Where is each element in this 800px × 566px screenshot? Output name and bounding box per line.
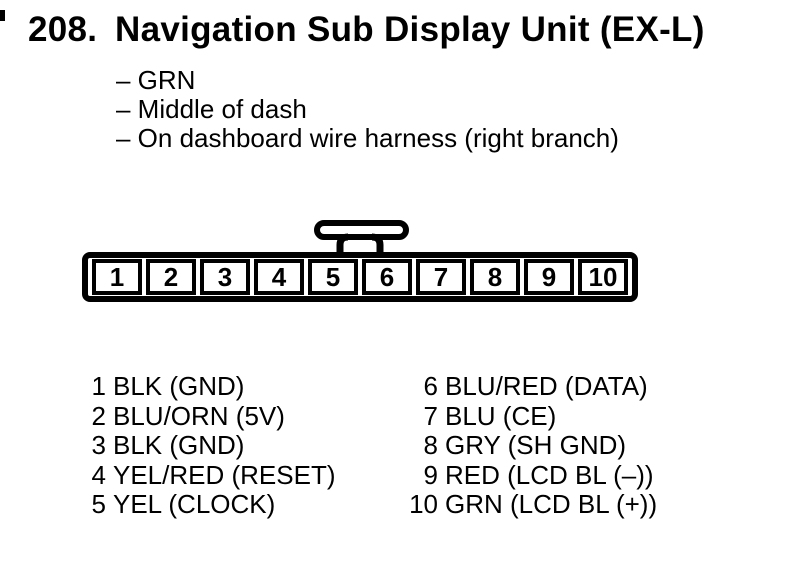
pinout-row: 4 YEL/RED (RESET) — [76, 459, 336, 491]
pin-number: 4 — [91, 459, 106, 490]
pin-cell-4: 4 — [254, 259, 304, 295]
pin-label: BLK (GND) — [113, 430, 245, 460]
detail-line-harness: – On dashboard wire harness (right branc… — [116, 123, 619, 153]
pin-label: GRN (LCD BL (+)) — [445, 489, 658, 519]
pinout-row: 6 BLU/RED (DATA) — [406, 371, 657, 402]
pin-number: 9 — [423, 459, 438, 490]
pinout-row: 9 RED (LCD BL (–)) — [406, 459, 657, 491]
pin-number: 6 — [423, 371, 438, 401]
pin-cell-7: 7 — [416, 259, 466, 295]
pin-label: GRY (SH GND) — [445, 430, 627, 460]
pin-label: YEL/RED (RESET) — [113, 459, 336, 490]
pinout-row: 8 GRY (SH GND) — [406, 430, 657, 461]
pin-number: 3 — [91, 430, 106, 460]
page-title: 208. Navigation Sub Display Unit (EX-L) — [28, 10, 705, 50]
detail-line-color: – GRN — [116, 65, 196, 95]
location-details: – GRN – Middle of dash – On dashboard wi… — [116, 66, 619, 153]
pin-label: BLU/ORN (5V) — [113, 400, 285, 431]
pin-cell-5: 5 — [308, 259, 358, 295]
pin-number: 10 — [409, 489, 438, 519]
pinout-list-right: 6 BLU/RED (DATA) 7 BLU (CE) 8 GRY (SH GN… — [406, 371, 658, 520]
pinout-row: 2 BLU/ORN (5V) — [76, 400, 336, 432]
pin-label: BLU (CE) — [445, 400, 557, 431]
pin-number: 7 — [423, 400, 438, 431]
pin-cell-8: 8 — [470, 259, 520, 295]
pin-cell-6: 6 — [362, 259, 412, 295]
pinout-row: 3 BLK (GND) — [76, 430, 336, 461]
connector-latch-icon — [314, 220, 409, 256]
pin-cell-3: 3 — [200, 259, 250, 295]
scan-artifact — [0, 10, 5, 21]
connector-body: 1 2 3 4 5 6 7 8 9 10 — [82, 252, 638, 302]
pin-cell-2: 2 — [146, 259, 196, 295]
pin-label: BLU/RED (DATA) — [445, 371, 648, 401]
detail-line-location: – Middle of dash — [116, 94, 307, 124]
section-number: 208. — [28, 10, 98, 49]
pin-label: RED (LCD BL (–)) — [445, 459, 654, 490]
pin-number: 8 — [423, 430, 438, 460]
pinout-row: 10 GRN (LCD BL (+)) — [406, 489, 658, 520]
pin-number: 1 — [91, 371, 106, 401]
pin-cell-10: 10 — [578, 259, 628, 295]
pin-number: 2 — [91, 400, 106, 431]
pinout-row: 7 BLU (CE) — [406, 400, 657, 432]
pinout-list-left: 1 BLK (GND) 2 BLU/ORN (5V) 3 BLK (GND) 4… — [76, 371, 336, 520]
title-text: Navigation Sub Display Unit (EX-L) — [115, 10, 705, 49]
pin-label: BLK (GND) — [113, 371, 245, 401]
pin-cell-9: 9 — [524, 259, 574, 295]
pin-cell-1: 1 — [92, 259, 142, 295]
pin-label: YEL (CLOCK) — [113, 489, 276, 519]
pin-number: 5 — [91, 489, 106, 519]
pinout-row: 5 YEL (CLOCK) — [76, 489, 336, 520]
pinout-row: 1 BLK (GND) — [76, 371, 336, 402]
